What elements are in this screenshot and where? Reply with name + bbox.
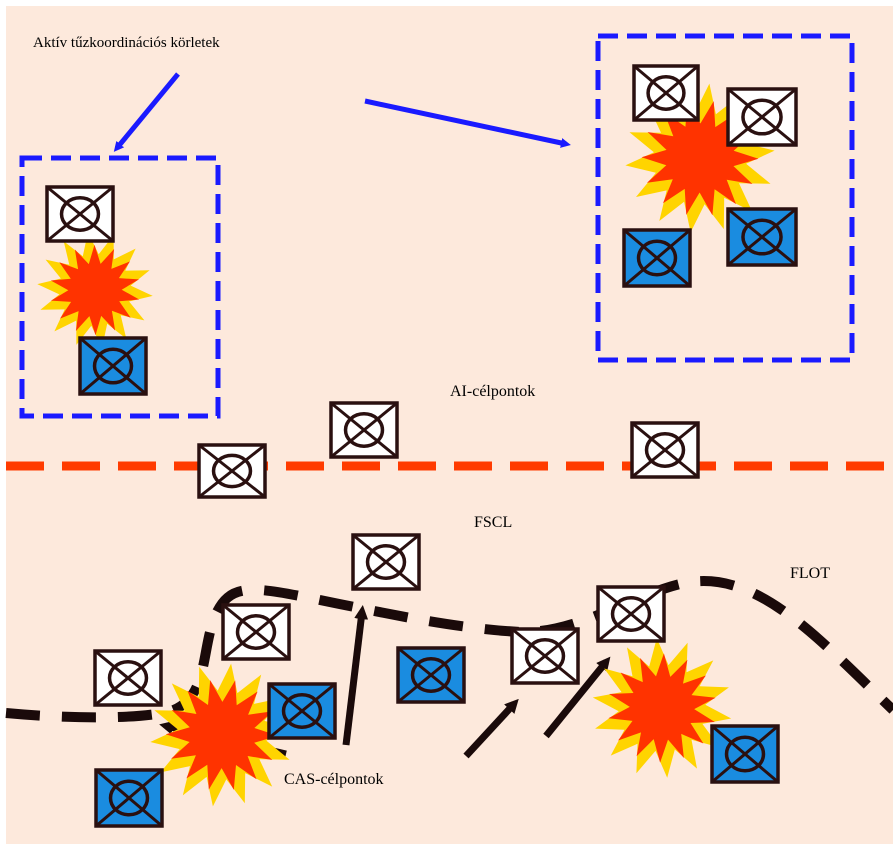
white-unit-symbol-icon	[596, 585, 666, 643]
white-unit-symbol-icon	[510, 627, 580, 685]
blue-arrow-right	[364, 98, 571, 148]
explosion-core-icon	[50, 244, 140, 336]
blue-unit-symbol-icon	[396, 646, 466, 704]
explosion-core-icon	[165, 680, 279, 790]
white-unit-symbol-icon	[93, 649, 163, 707]
dark-arrow-center	[463, 698, 519, 759]
blue-unit-symbol-icon	[726, 207, 798, 267]
active-zones-label: Aktív tűzkoordinációs körletek	[33, 35, 220, 51]
blue-unit-symbol-icon	[710, 724, 780, 784]
white-unit-symbol-icon	[221, 603, 291, 661]
ai-targets-label: AI-célpontok	[450, 383, 536, 400]
explosion-core-icon	[608, 653, 716, 763]
white-unit-symbol-icon	[45, 185, 115, 243]
blue-unit-symbol-icon	[622, 228, 692, 288]
blue-unit-symbol-icon	[94, 768, 164, 828]
dark-arrow-right	[543, 656, 611, 739]
dark-arrow-cas-up	[342, 605, 369, 746]
fscl-label: FSCL	[474, 514, 513, 531]
coordination-zone-left	[19, 155, 221, 419]
white-unit-symbol-icon	[630, 421, 700, 479]
blue-unit-symbol-icon	[78, 336, 148, 396]
blue-unit-symbol-icon	[267, 682, 337, 740]
blue-arrow-left	[113, 72, 180, 152]
white-unit-symbol-icon	[329, 401, 399, 459]
unit-symbol-group	[45, 64, 798, 828]
flot-line	[5, 576, 893, 723]
white-unit-symbol-icon	[197, 443, 267, 499]
white-unit-symbol-icon	[351, 533, 421, 591]
white-unit-symbol-icon	[726, 87, 798, 147]
coordination-zone-right	[595, 33, 855, 363]
flot-label: FLOT	[790, 565, 830, 582]
cas-targets-label: CAS-célpontok	[284, 771, 384, 788]
white-unit-symbol-icon	[632, 64, 700, 122]
blast-group	[37, 83, 775, 807]
